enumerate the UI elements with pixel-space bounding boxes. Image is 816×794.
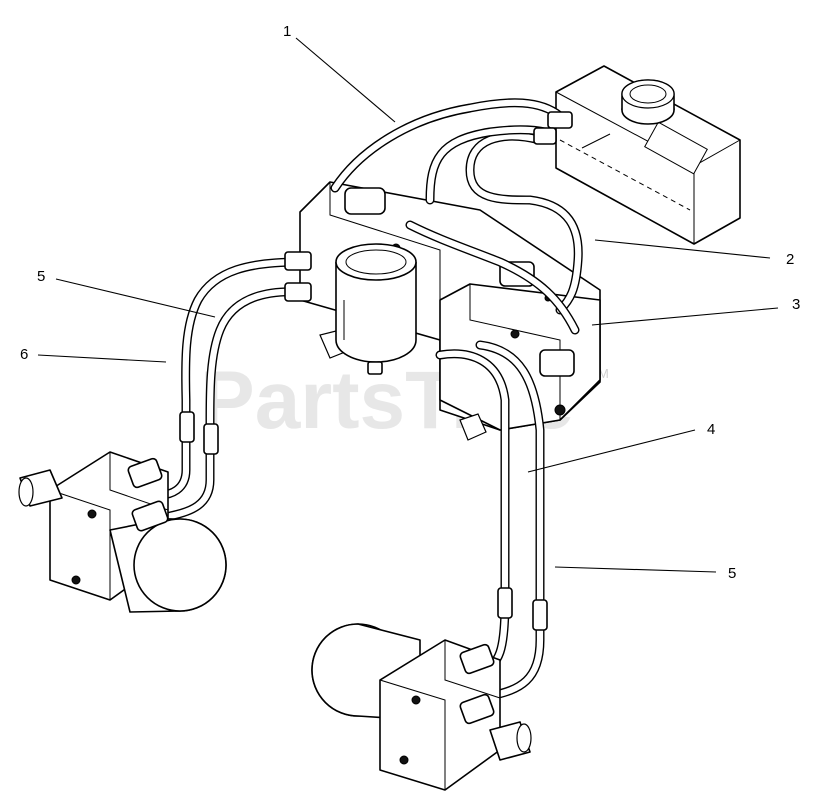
callout-1: 1 [283, 23, 396, 123]
callout-label-6: 6 [20, 346, 28, 363]
callout-6: 6 [20, 346, 167, 363]
callout-5-left: 5 [37, 268, 216, 318]
hose-5-left [155, 257, 305, 500]
callout-label-5-right: 5 [728, 565, 736, 582]
hose-2 [465, 131, 583, 315]
callout-label-3: 3 [792, 296, 800, 313]
callout-label-2: 2 [786, 251, 794, 268]
hose-6-left [165, 287, 305, 521]
hose-5-right [475, 340, 545, 701]
hydraulic-hoses [155, 98, 583, 701]
hose-3 [405, 220, 580, 335]
callout-label-1: 1 [283, 23, 291, 40]
right-wheel-motor [311, 623, 532, 791]
left-wheel-motor [18, 451, 227, 613]
callout-2: 2 [594, 239, 794, 268]
oil-filter [335, 243, 417, 375]
callout-3: 3 [591, 296, 800, 326]
hydraulic-reservoir [555, 65, 741, 245]
callout-4: 4 [527, 421, 715, 473]
callout-label-5-left: 5 [37, 268, 45, 285]
callout-5-right: 5 [554, 565, 736, 582]
callout-label-4: 4 [707, 421, 715, 438]
hose-1 [330, 98, 565, 193]
reservoir-cap [621, 79, 675, 125]
